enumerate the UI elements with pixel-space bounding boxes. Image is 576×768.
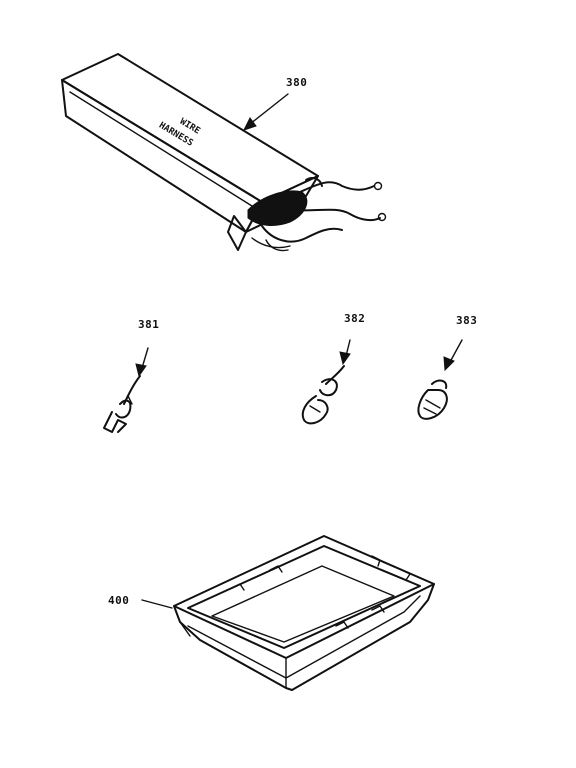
callout-383: 383 bbox=[456, 314, 477, 327]
part-383: 383 bbox=[417, 314, 477, 420]
wire-harness-package: WIRE HARNESS 380 bbox=[61, 53, 387, 252]
broiler-pan: 400 bbox=[108, 535, 435, 691]
callout-381: 381 bbox=[138, 318, 159, 331]
part-381: 381 bbox=[103, 318, 159, 433]
callout-400: 400 bbox=[108, 594, 129, 607]
callout-382: 382 bbox=[344, 312, 365, 325]
callout-380: 380 bbox=[286, 76, 307, 89]
part-382: 382 bbox=[301, 312, 365, 425]
